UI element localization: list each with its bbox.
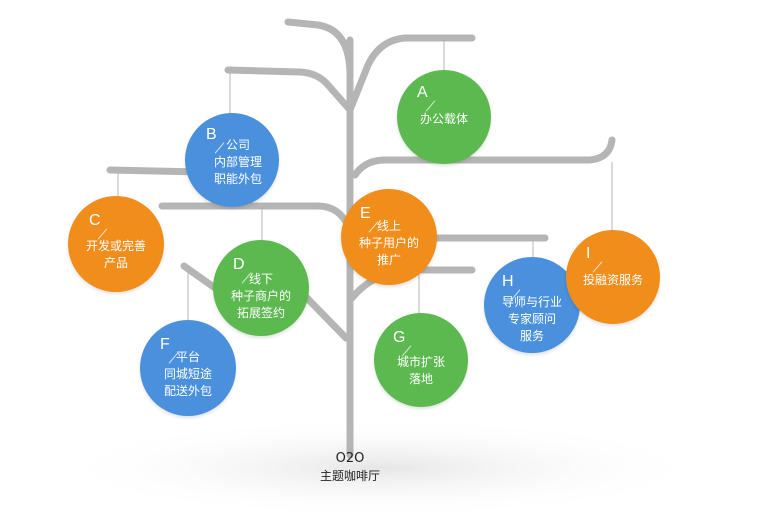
- node-d-offline-merchants: D 线下 种子商户的 拓展签约: [213, 240, 309, 336]
- node-h-letter: H: [502, 273, 514, 290]
- node-c-letter: C: [89, 212, 101, 229]
- node-f-delivery-outsourcing: F 平台 同城短途 配送外包: [140, 320, 236, 416]
- node-e-text: 线上 种子用户的 推广: [358, 219, 419, 267]
- node-h-text: 导师与行业 专家顾问 服务: [501, 295, 562, 343]
- node-b-letter: B: [206, 126, 217, 143]
- node-e-online-users: E 线上 种子用户的 推广: [341, 189, 437, 285]
- node-a-text: 办公载体: [419, 112, 468, 126]
- node-g-city-expansion: G 城市扩张 落地: [374, 313, 468, 407]
- base-label: 主题咖啡厅: [319, 469, 380, 483]
- node-i-letter: I: [586, 245, 591, 262]
- node-e-letter: E: [360, 205, 371, 222]
- node-a-letter: A: [417, 84, 428, 101]
- node-c-product-development: C 开发或完善 产品: [68, 196, 164, 292]
- node-d-letter: D: [233, 256, 245, 273]
- branch-i: [351, 136, 616, 179]
- branch-top-left: [284, 18, 354, 114]
- node-f-text: 平台 同城短途 配送外包: [163, 350, 212, 398]
- node-b-internal-management: B 公司 内部管理 职能外包: [185, 113, 279, 207]
- node-i-slash: [592, 261, 603, 273]
- node-i-investment-financing: I 投融资服务: [566, 230, 660, 324]
- node-g-letter: G: [393, 329, 406, 346]
- node-h-mentor-services: H 导师与行业 专家顾问 服务: [484, 257, 580, 353]
- ground-shadow: [50, 418, 710, 518]
- branch-top-right: [346, 34, 476, 114]
- branch-d-central: [158, 202, 352, 229]
- node-g-text: 城市扩张 落地: [396, 355, 445, 386]
- node-c-text: 开发或完善 产品: [85, 239, 146, 270]
- branch-b: [224, 66, 354, 114]
- node-d-text: 线下 种子商户的 拓展签约: [230, 272, 291, 320]
- node-i-text: 投融资服务: [582, 273, 643, 287]
- node-a-slash: [425, 100, 436, 112]
- node-b-text: 公司 内部管理 职能外包: [213, 138, 262, 186]
- base-code: O2O: [335, 451, 365, 466]
- node-a-office-carrier: A 办公载体: [397, 70, 491, 164]
- node-f-letter: F: [160, 336, 170, 353]
